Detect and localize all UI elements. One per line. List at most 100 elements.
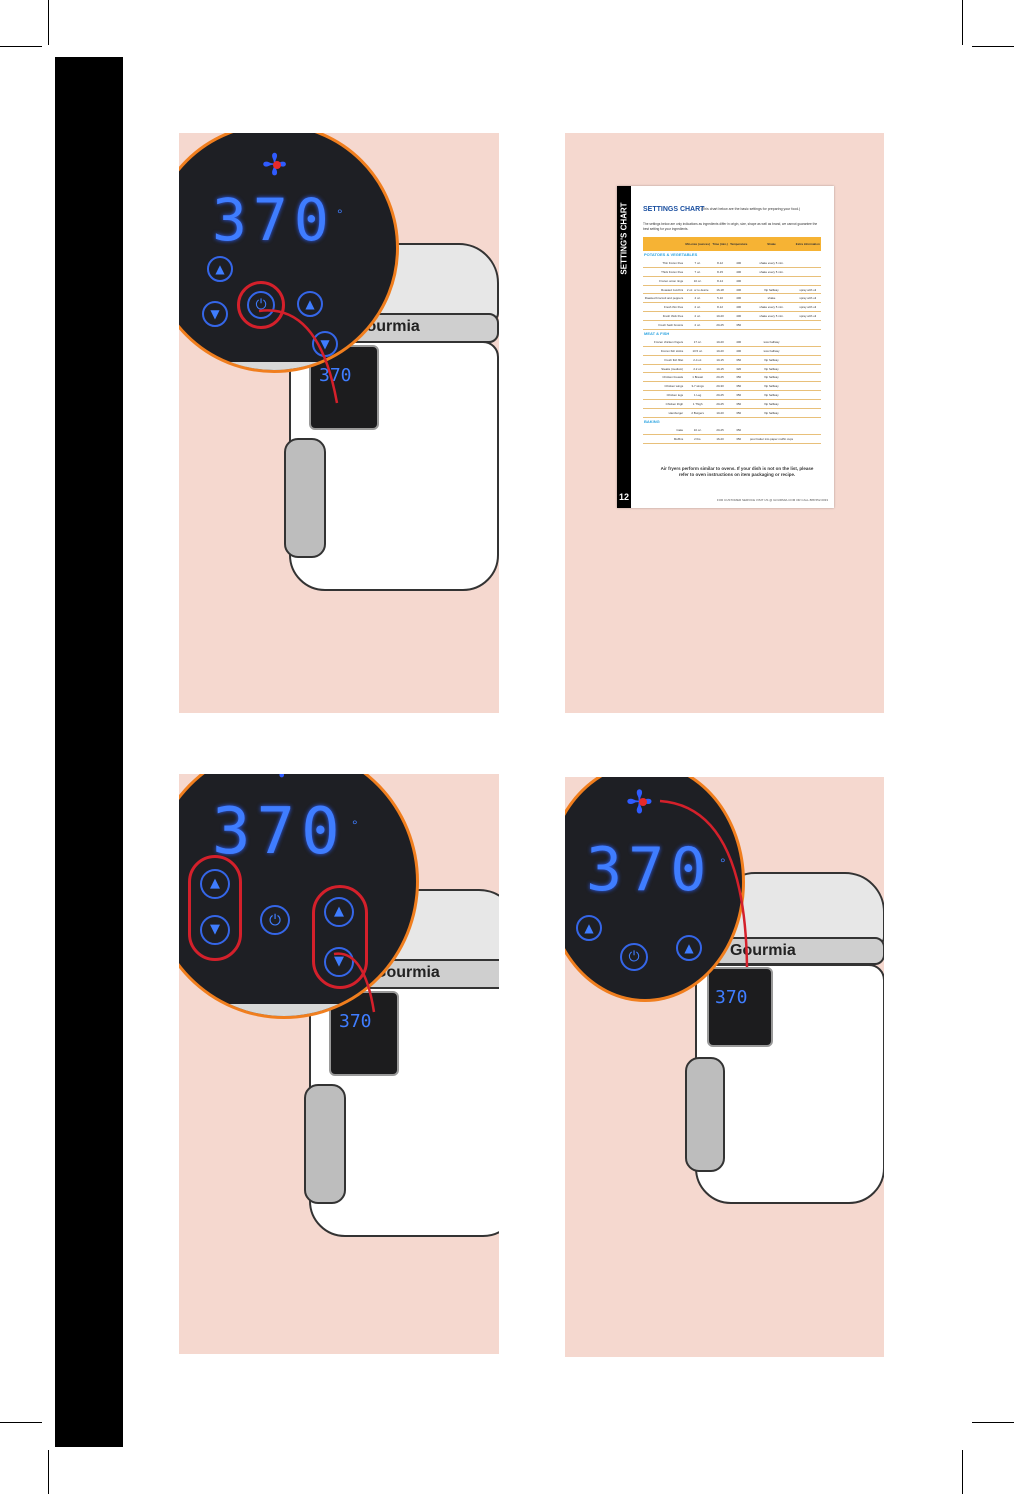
crop-mark (0, 46, 42, 47)
fan-indicator-dot (639, 798, 647, 806)
table-cell: 20-25 (711, 390, 729, 401)
chart-side-tab: SETTING'S CHART 12 (617, 186, 631, 508)
temp-up-button-left[interactable]: ▲ (207, 256, 233, 282)
table-cell (748, 320, 795, 331)
table-cell: 10-20 (711, 311, 729, 322)
fryer-handle (284, 438, 326, 558)
table-cell: 1 Leg (684, 390, 712, 401)
page-number: 12 (619, 492, 630, 502)
table-header (643, 237, 685, 251)
table-cell: 400 (728, 311, 749, 322)
table-cell: toss halfway (748, 337, 795, 347)
table-cell: 350 (728, 381, 749, 392)
table-cell: 5-10 (711, 293, 729, 304)
table-cell (794, 276, 821, 286)
panel-fan-indicator: Gourmia 370 ✢ 370 ° ▲ ⏻ ▲ (565, 777, 884, 1357)
table-cell: 400 (728, 337, 749, 347)
air-fryer-illustration: Gourmia 370 (685, 872, 884, 1272)
table-cell: 2.2 oz. (684, 364, 712, 374)
temp-up-button-left[interactable]: ▲ (576, 915, 602, 941)
table-cell: 10 oz. (684, 425, 712, 435)
fryer-handle (304, 1084, 346, 1204)
callout-line (333, 952, 376, 1013)
table-header-row: Min-max (ounces) Time (min.) Temperature… (643, 237, 821, 251)
power-icon: ⏻ (269, 911, 281, 929)
power-button[interactable]: ⏻ (620, 943, 648, 971)
table-cell (748, 425, 795, 435)
up-arrow-icon: ▲ (215, 262, 225, 276)
table-cell: 1 Breast (684, 372, 712, 383)
table-cell: Frozen fish sticks (643, 346, 685, 356)
table-cell: 2 oz. or to desire (684, 285, 712, 295)
crop-mark (962, 0, 963, 45)
up-arrow-icon: ▲ (684, 941, 694, 955)
right-arrows-highlight (312, 885, 368, 989)
table-cell: 350 (728, 355, 749, 365)
temp-down-button-left[interactable]: ▼ (202, 301, 228, 327)
table-cell: 7 oz. (684, 267, 712, 277)
table-cell: 10-15 (711, 355, 729, 365)
table-cell: flip halfway (748, 285, 795, 295)
table-cell: spray with oil (794, 311, 821, 322)
table-cell: 16-18 (711, 285, 729, 295)
table-cell: flip halfway (748, 381, 795, 392)
crop-mark (48, 0, 49, 45)
temperature-display: 370 (212, 795, 346, 869)
table-cell: 20-25 (711, 399, 729, 410)
table-cell (794, 346, 821, 356)
degree-symbol: ° (720, 855, 726, 871)
table-cell: flip halfway (748, 355, 795, 365)
brand-logo: Gourmia (374, 964, 440, 981)
table-cell: 10-20 (711, 346, 729, 356)
table-cell: 2 Burgers (684, 408, 712, 418)
table-cell: 8-12 (711, 258, 729, 268)
temp-up-button-right[interactable]: ▲ (676, 935, 702, 961)
table-cell: 350 (728, 408, 749, 418)
crop-mark (962, 1450, 963, 1494)
table-cell: 4 oz. (684, 293, 712, 304)
table-cell: flip halfway (748, 399, 795, 410)
power-button[interactable]: ⏻ (260, 905, 290, 935)
degree-symbol: ° (337, 206, 343, 222)
table-cell: 10-20 (711, 408, 729, 418)
magnifier-frame-edge (179, 362, 396, 370)
table-cell (794, 320, 821, 331)
table-cell: 2 oz. (684, 311, 712, 322)
table-cell: shake every 5 min. (748, 302, 795, 313)
table-cell: Chicken wings (643, 381, 685, 392)
table-cell: 7 oz. (684, 258, 712, 268)
down-arrow-icon: ▼ (320, 337, 330, 351)
table-cell (794, 434, 821, 444)
table-cell: Chicken legs (643, 390, 685, 401)
table-cell: 400 (728, 346, 749, 356)
temp-up-button-right[interactable]: ▲ (297, 291, 323, 317)
chart-footer-note: Air fryers perform similar to ovens. If … (660, 466, 814, 477)
fan-icon: ✢ (270, 774, 293, 784)
table-cell: pour batter into paper muffin cups (748, 434, 795, 444)
table-section-label: BAKING (644, 419, 660, 425)
callout-line (258, 309, 339, 404)
table-cell (748, 276, 795, 286)
table-cell: 400 (728, 302, 749, 313)
crop-mark (48, 1450, 49, 1494)
table-cell (794, 355, 821, 365)
chart-title: SETTINGS CHART (643, 206, 705, 213)
table-cell: 400 (728, 258, 749, 268)
table-cell: Cake (643, 425, 685, 435)
table-cell: 1 Thigh (684, 399, 712, 410)
table-cell: 20-25 (711, 425, 729, 435)
table-cell: 350 (728, 434, 749, 444)
table-cell (794, 364, 821, 374)
table-cell: 10-15 (711, 364, 729, 374)
